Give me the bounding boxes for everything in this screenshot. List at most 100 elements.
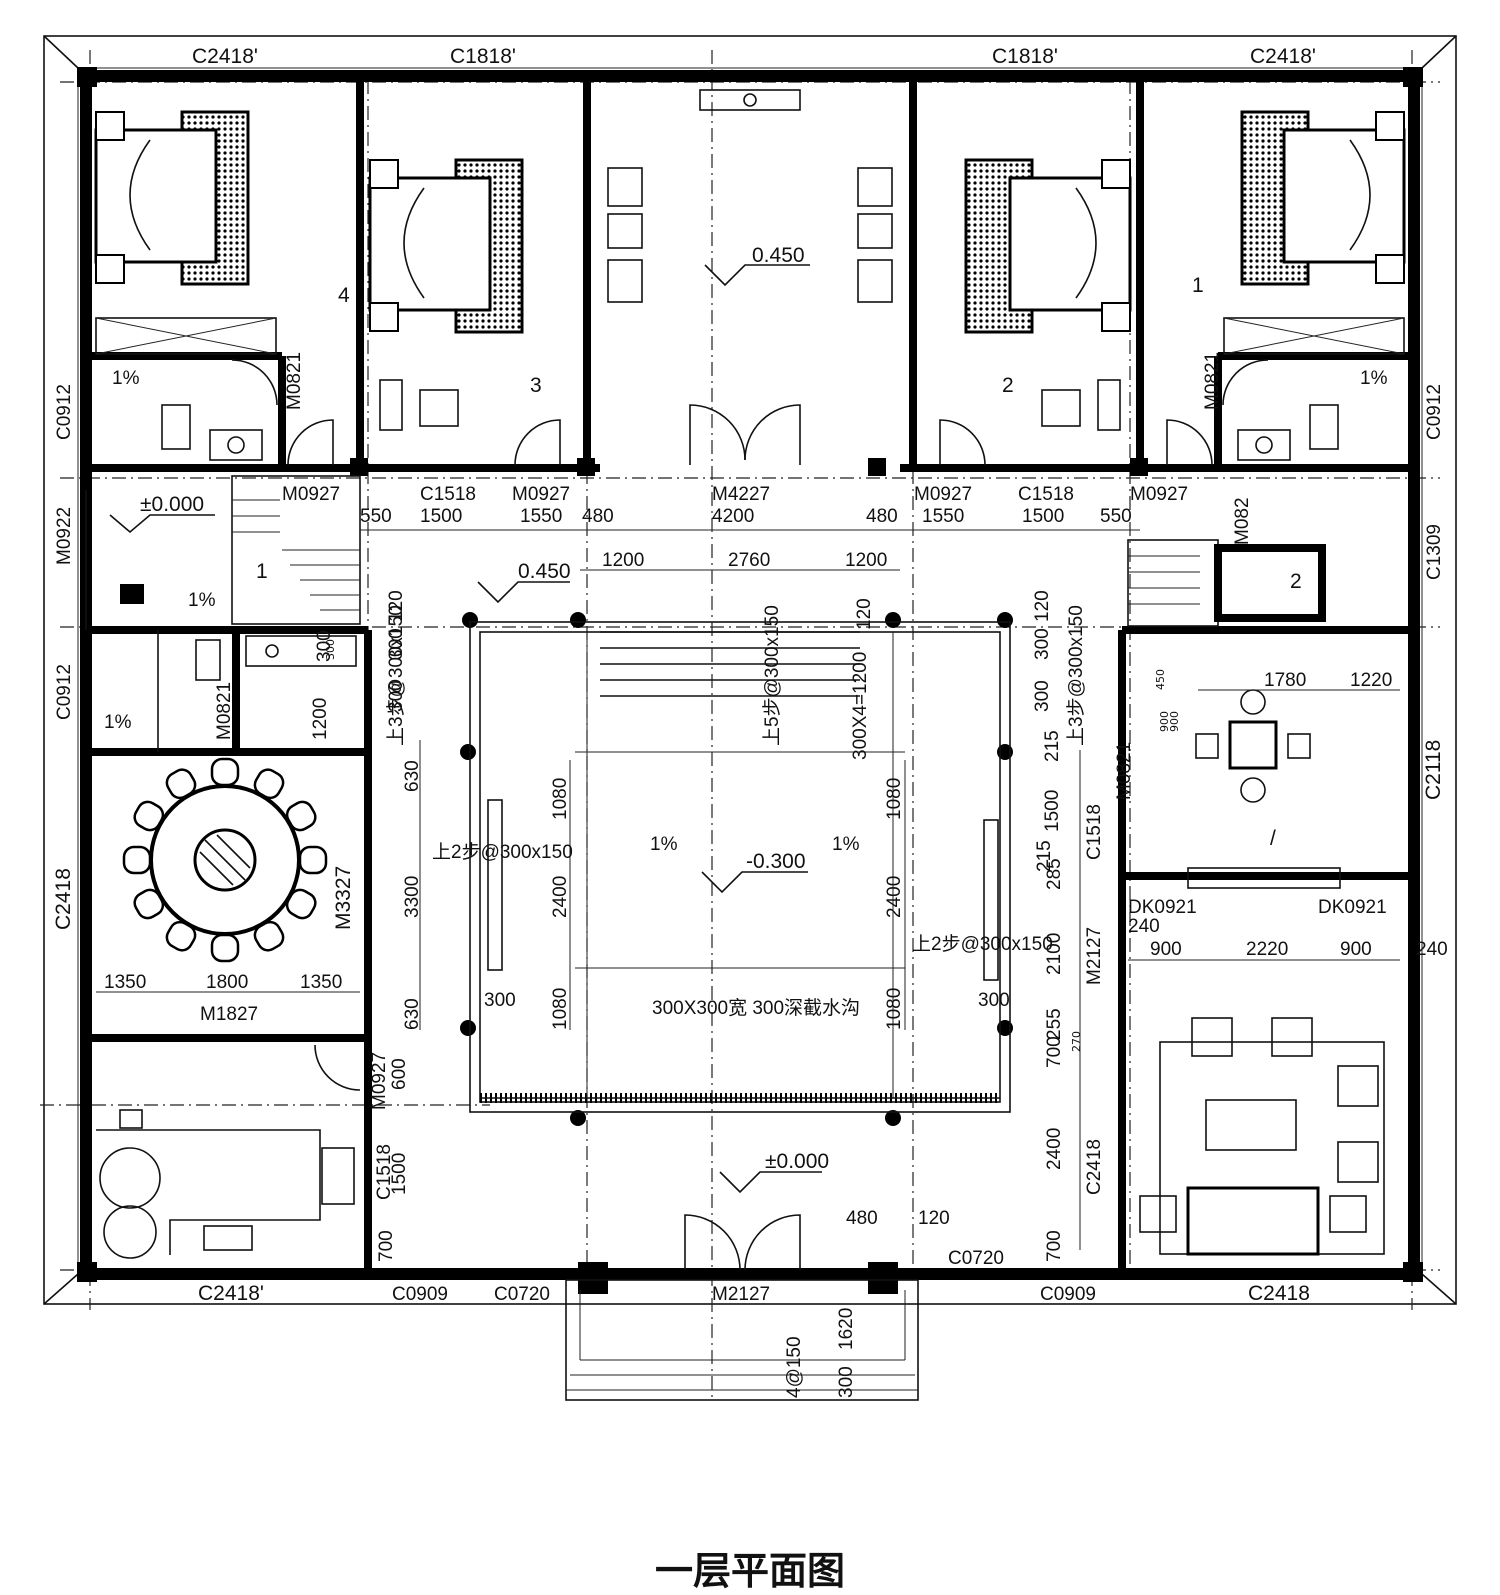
window-label: C0912	[54, 664, 75, 720]
window-label: C0912	[54, 384, 75, 440]
door-label: M0922	[54, 507, 75, 565]
door-label: M0821	[1202, 352, 1223, 410]
dimension-label: 2220	[1246, 939, 1288, 960]
front-dimensions: 1620 300 480 120 4@150 300 300	[484, 990, 1010, 1398]
gutter-label: 300X300宽 300深截水沟	[652, 997, 860, 1019]
window-label: C1818'	[992, 45, 1058, 68]
dimension-label: 1800	[206, 972, 248, 993]
slope-label: 1%	[112, 368, 140, 389]
dining-chair	[133, 800, 165, 832]
dimension-label: 550	[360, 506, 392, 527]
stair-annotations: 上3步@300x150 上3步@300x150 上5步@300x150 300X…	[385, 605, 1087, 955]
door-label: M2127	[1084, 927, 1105, 985]
dimension-label: 900	[1340, 939, 1372, 960]
dining-chair	[122, 845, 152, 875]
stair-label: 上3步@300x150	[385, 605, 407, 746]
door-label: M4227	[712, 484, 770, 505]
dimension-label: 1220	[1350, 670, 1392, 691]
dimension-label: 900	[1150, 939, 1182, 960]
dimension-label: 900	[1168, 711, 1181, 732]
room-number: 2	[1002, 374, 1014, 397]
dimension-right-col: 120 300 300 215 1500 215 285 2100 255 70…	[1032, 590, 1065, 1262]
dimension-label: 120	[386, 590, 407, 622]
dimension-row-1: 550 1500 1550 480 4200 480 1550 1500 550	[360, 506, 1132, 527]
door-label: M082	[1232, 497, 1253, 545]
window-label: C1518	[374, 1144, 395, 1200]
dimension-label: 285	[1044, 858, 1065, 890]
dimension-label: 630	[402, 760, 423, 792]
window-label: C1518	[1084, 804, 1105, 860]
slope-label: 1%	[188, 590, 216, 611]
door-label: M1827	[200, 1004, 258, 1025]
window-label: C0720	[494, 1284, 550, 1305]
dimension-label: 300	[1032, 680, 1053, 712]
dimension-label: 270	[1070, 1031, 1083, 1052]
dining-chair	[165, 920, 197, 952]
window-label: C1309	[1424, 524, 1445, 580]
dimension-label: 300	[978, 990, 1010, 1011]
dimension-label: 1350	[104, 972, 146, 993]
door-label: M0821	[1114, 742, 1135, 800]
columns	[77, 67, 1423, 1294]
stair-label: 上2步@300x150	[912, 933, 1053, 955]
dimension-label: 1550	[922, 506, 964, 527]
dimension-label: 300	[314, 630, 335, 662]
dimension-lines	[96, 529, 1400, 1250]
window-label: C2418	[52, 868, 75, 930]
door-label: M0821	[214, 682, 235, 740]
dimension-label: 4@150	[784, 1336, 805, 1398]
dimension-right-room: 1780 1220 900 2220 900 240 240	[1128, 670, 1448, 960]
slope-label: 1%	[650, 834, 678, 855]
door-label: M2127	[712, 1284, 770, 1305]
level-markers	[109, 264, 822, 1194]
window-label: C1518	[420, 484, 476, 505]
dimension-label: 3300	[402, 876, 423, 918]
dimension-label: 300	[386, 628, 407, 660]
window-labels-side: C0912 C0912 C0912 M0922 C1309 C2418 C211…	[52, 384, 1445, 930]
dimension-label: 1620	[836, 1308, 857, 1350]
window-label: C2418'	[192, 45, 258, 68]
dimension-label: 550	[1100, 506, 1132, 527]
dimension-label: 1500	[1022, 506, 1064, 527]
window-label: C1518	[1018, 484, 1074, 505]
door-labels: M0927 C1518 M0927 M4227 M0927 C1518 M092…	[200, 352, 1387, 1269]
door-swings	[231, 359, 1269, 1271]
window-label: C2418	[1248, 1282, 1310, 1305]
dimension-label: 700	[376, 1230, 397, 1262]
dining-chair	[253, 920, 285, 952]
kitchen	[96, 1109, 355, 1259]
dining-chair	[298, 845, 328, 875]
dimension-label: 120	[1032, 590, 1053, 622]
dimension-label: 4200	[712, 506, 754, 527]
room-number: 4	[338, 284, 350, 307]
room-number: 3	[530, 374, 542, 397]
slope-labels: 1% 1% 1% 1% 1% 1%	[104, 368, 1388, 855]
window-label: C2418'	[1250, 45, 1316, 68]
stair-label: 上2步@300x150	[432, 841, 573, 863]
stair-label: 300X4=1200	[850, 652, 871, 760]
center-steps	[480, 631, 1000, 1099]
door-label: M0821	[284, 352, 305, 410]
window-label: C2418	[1084, 1139, 1105, 1195]
door-label: DK0921	[1128, 897, 1197, 918]
dimension-label: 2400	[1044, 1128, 1065, 1170]
dimension-label: 1080	[550, 778, 571, 820]
bed-room-1	[1223, 110, 1406, 355]
door-label: M0927	[282, 484, 340, 505]
dimension-label: 600	[389, 1058, 410, 1090]
dimension-dining: 1350 1800 1350	[104, 972, 342, 993]
window-label: C2118	[1422, 740, 1445, 800]
dimension-label: 1200	[602, 550, 644, 571]
dining-chair	[253, 768, 285, 800]
dimension-label: 300	[484, 990, 516, 1011]
room-number: 1	[256, 560, 268, 583]
dimension-label: 120	[918, 1208, 950, 1229]
dimension-label: 1500	[420, 506, 462, 527]
dimension-label: 240	[1128, 916, 1160, 937]
dimension-label: 1500	[1042, 790, 1063, 832]
stair-label: 上3步@300x150	[1065, 605, 1087, 746]
dimension-center: 1080 2400 1080 120 1080 2400 1080	[550, 598, 905, 1030]
dimension-label: 255	[1044, 1008, 1065, 1040]
bed-room-4	[94, 110, 277, 355]
